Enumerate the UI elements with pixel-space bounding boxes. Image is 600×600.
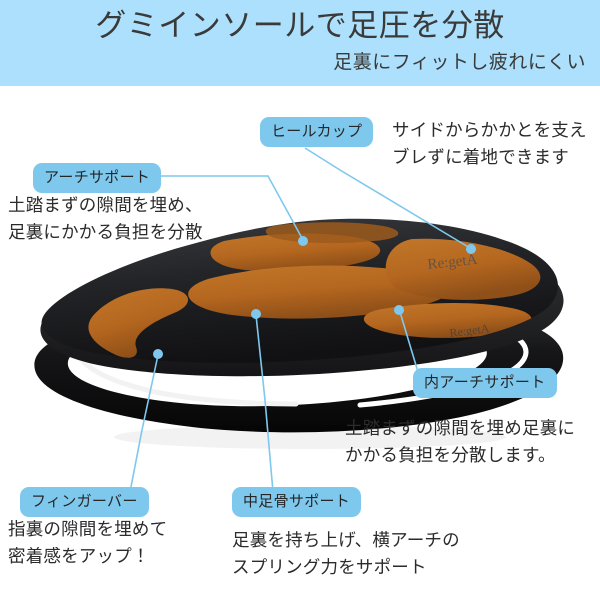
drop-shadow	[114, 425, 506, 449]
header-banner: グミインソールで足圧を分散 足裏にフィットし疲れにくい	[0, 0, 600, 86]
callout-badge-arch-support[interactable]: アーチサポート	[33, 163, 162, 193]
callout-label-finger-bar: フィンガーバー	[31, 493, 138, 510]
brand-emboss-insole: Re:getA	[427, 252, 479, 273]
callout-description-heel-cup: サイドからかかとを支え ブレずに着地できます	[392, 120, 587, 167]
callout-description-inner-arch-support: 土踏まずの隙間を埋め足裏に かかる負担を分散します。	[345, 418, 576, 465]
callout-description-arch-support: 土踏まずの隙間を埋め、 足裏にかかる負担を分散	[8, 195, 203, 242]
product-photo: Re:getA Re:getA	[10, 205, 590, 465]
callout-description-metatarsal-support: 足裏を持ち上げ、横アーチの スプリング力をサポート	[232, 530, 460, 577]
brand-emboss-midsole: Re:getA	[449, 321, 491, 340]
callout-label-arch-support: アーチサポート	[44, 169, 151, 186]
page-title: グミインソールで足圧を分散	[95, 8, 505, 43]
callout-label-heel-cup: ヒールカップ	[271, 123, 363, 140]
callout-label-metatarsal-support: 中足骨サポート	[243, 493, 351, 510]
callout-label-inner-arch-support: 内アーチサポート	[424, 374, 546, 391]
sandal-illustration: Re:getA Re:getA	[34, 218, 564, 449]
callout-badge-metatarsal-support[interactable]: 中足骨サポート	[232, 487, 362, 517]
callout-badge-finger-bar[interactable]: フィンガーバー	[20, 487, 149, 517]
callout-description-finger-bar: 指裏の隙間を埋めて 密着感をアップ！	[8, 519, 168, 566]
callout-badge-inner-arch-support[interactable]: 内アーチサポート	[413, 368, 557, 398]
sandal-outsole	[34, 309, 564, 433]
page-subtitle: 足裏にフィットし疲れにくい	[333, 52, 586, 73]
callout-badge-heel-cup[interactable]: ヒールカップ	[260, 117, 374, 147]
